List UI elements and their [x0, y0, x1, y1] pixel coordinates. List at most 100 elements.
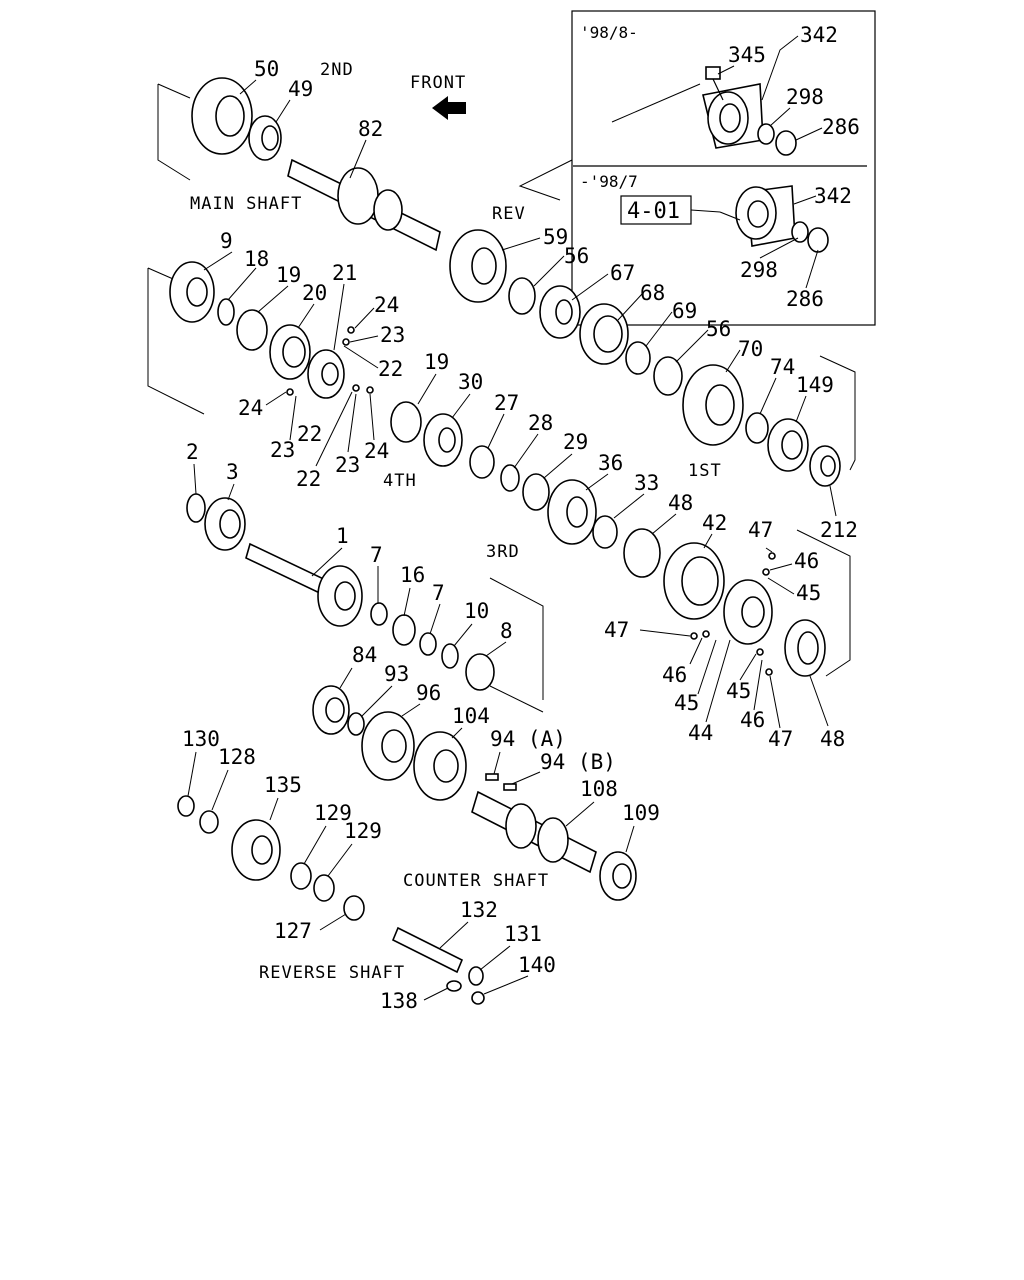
callout-49[interactable]: 49	[288, 77, 313, 101]
callout-128[interactable]: 128	[218, 745, 256, 769]
gear-9	[169, 261, 215, 323]
callout-27[interactable]: 27	[494, 391, 519, 415]
callout-3[interactable]: 3	[226, 460, 239, 484]
callout-16[interactable]: 16	[400, 563, 425, 587]
callout-19[interactable]: 19	[276, 263, 301, 287]
callout-46c[interactable]: 46	[740, 708, 765, 732]
callout-48[interactable]: 48	[668, 491, 693, 515]
callout-47b[interactable]: 47	[604, 618, 629, 642]
spring-23b	[352, 384, 360, 392]
callout-96[interactable]: 96	[416, 681, 441, 705]
collar-127	[343, 895, 365, 921]
callout-138[interactable]: 138	[380, 989, 418, 1013]
callout-24c[interactable]: 24	[238, 396, 263, 420]
callout-19b[interactable]: 19	[424, 350, 449, 374]
callout-94b[interactable]: 94 (B)	[540, 750, 616, 774]
needle-bearing-129b	[313, 874, 335, 902]
callout-93[interactable]: 93	[384, 662, 409, 686]
callout-45b[interactable]: 45	[674, 691, 699, 715]
callout-109[interactable]: 109	[622, 801, 660, 825]
callout-33[interactable]: 33	[634, 471, 659, 495]
callout-56b[interactable]: 56	[706, 317, 731, 341]
callout-22[interactable]: 22	[378, 357, 403, 381]
callout-70[interactable]: 70	[738, 337, 763, 361]
callout-45[interactable]: 45	[796, 581, 821, 605]
callout-129b[interactable]: 129	[344, 819, 382, 843]
callout-29[interactable]: 29	[563, 430, 588, 454]
callout-132[interactable]: 132	[460, 898, 498, 922]
callout-42[interactable]: 42	[702, 511, 727, 535]
callout-82[interactable]: 82	[358, 117, 383, 141]
hub-44	[723, 579, 773, 645]
callout-50[interactable]: 50	[254, 57, 279, 81]
callout-7b[interactable]: 7	[432, 581, 445, 605]
callout-59[interactable]: 59	[543, 225, 568, 249]
callout-130[interactable]: 130	[182, 727, 220, 751]
callout-345[interactable]: 345	[728, 43, 766, 67]
main-shaft-82	[287, 158, 441, 252]
callout-286[interactable]: 286	[822, 115, 860, 139]
washer-93	[347, 712, 365, 736]
callout-47c[interactable]: 47	[768, 727, 793, 751]
callout-18[interactable]: 18	[244, 247, 269, 271]
callout-104[interactable]: 104	[452, 704, 490, 728]
callout-108[interactable]: 108	[580, 777, 618, 801]
callout-24b[interactable]: 24	[364, 439, 389, 463]
callout-2[interactable]: 2	[186, 440, 199, 464]
callout-28[interactable]: 28	[528, 411, 553, 435]
callout-48b[interactable]: 48	[820, 727, 845, 751]
callout-74[interactable]: 74	[770, 355, 795, 379]
callout-44[interactable]: 44	[688, 721, 713, 745]
callout-7[interactable]: 7	[370, 543, 383, 567]
callout-21[interactable]: 21	[332, 261, 357, 285]
callout-342[interactable]: 342	[800, 23, 838, 47]
callout-8[interactable]: 8	[500, 619, 513, 643]
callout-69[interactable]: 69	[672, 299, 697, 323]
callout-46b[interactable]: 46	[662, 663, 687, 687]
callout-30[interactable]: 30	[458, 370, 483, 394]
group-bracket	[157, 84, 191, 181]
needle-bearing-27	[469, 445, 495, 479]
group-bracket	[489, 577, 544, 700]
callout-286b[interactable]: 286	[786, 287, 824, 311]
inset-earlier-title: -'98/7	[580, 172, 638, 191]
callout-23[interactable]: 23	[380, 323, 405, 347]
callout-23b[interactable]: 23	[335, 453, 360, 477]
callout-36[interactable]: 36	[598, 451, 623, 475]
key-47b	[690, 632, 698, 640]
callout-22b[interactable]: 22	[297, 422, 322, 446]
callout-135[interactable]: 135	[264, 773, 302, 797]
callout-46[interactable]: 46	[794, 549, 819, 573]
washer-74	[745, 412, 769, 444]
callout-298b[interactable]: 298	[740, 258, 778, 282]
ring-7	[370, 602, 388, 626]
callout-9[interactable]: 9	[220, 229, 233, 253]
callout-140[interactable]: 140	[518, 953, 556, 977]
callout-24[interactable]: 24	[374, 293, 399, 317]
inset-later-title: '98/8-	[580, 23, 638, 42]
callout-127[interactable]: 127	[274, 919, 312, 943]
synchronizer-ring-48b	[784, 619, 826, 677]
snap-ring-18	[217, 298, 235, 326]
callout-20[interactable]: 20	[302, 281, 327, 305]
callout-212[interactable]: 212	[820, 518, 858, 542]
callout-131[interactable]: 131	[504, 922, 542, 946]
callout-149[interactable]: 149	[796, 373, 834, 397]
callout-298[interactable]: 298	[786, 85, 824, 109]
gear-30-4th	[423, 413, 463, 467]
callout-47[interactable]: 47	[748, 518, 773, 542]
callout-10[interactable]: 10	[464, 599, 489, 623]
leader-lines	[187, 35, 837, 1001]
callout-45c[interactable]: 45	[726, 679, 751, 703]
callout-342b[interactable]: 342	[814, 184, 852, 208]
callout-1[interactable]: 1	[336, 524, 349, 548]
callout-68[interactable]: 68	[640, 281, 665, 305]
callout-22c[interactable]: 22	[296, 467, 321, 491]
callout-23c[interactable]: 23	[270, 438, 295, 462]
callout-129[interactable]: 129	[314, 801, 352, 825]
callout-67[interactable]: 67	[610, 261, 635, 285]
callout-94a[interactable]: 94 (A)	[490, 727, 566, 751]
callout-84[interactable]: 84	[352, 643, 377, 667]
callout-56[interactable]: 56	[564, 244, 589, 268]
